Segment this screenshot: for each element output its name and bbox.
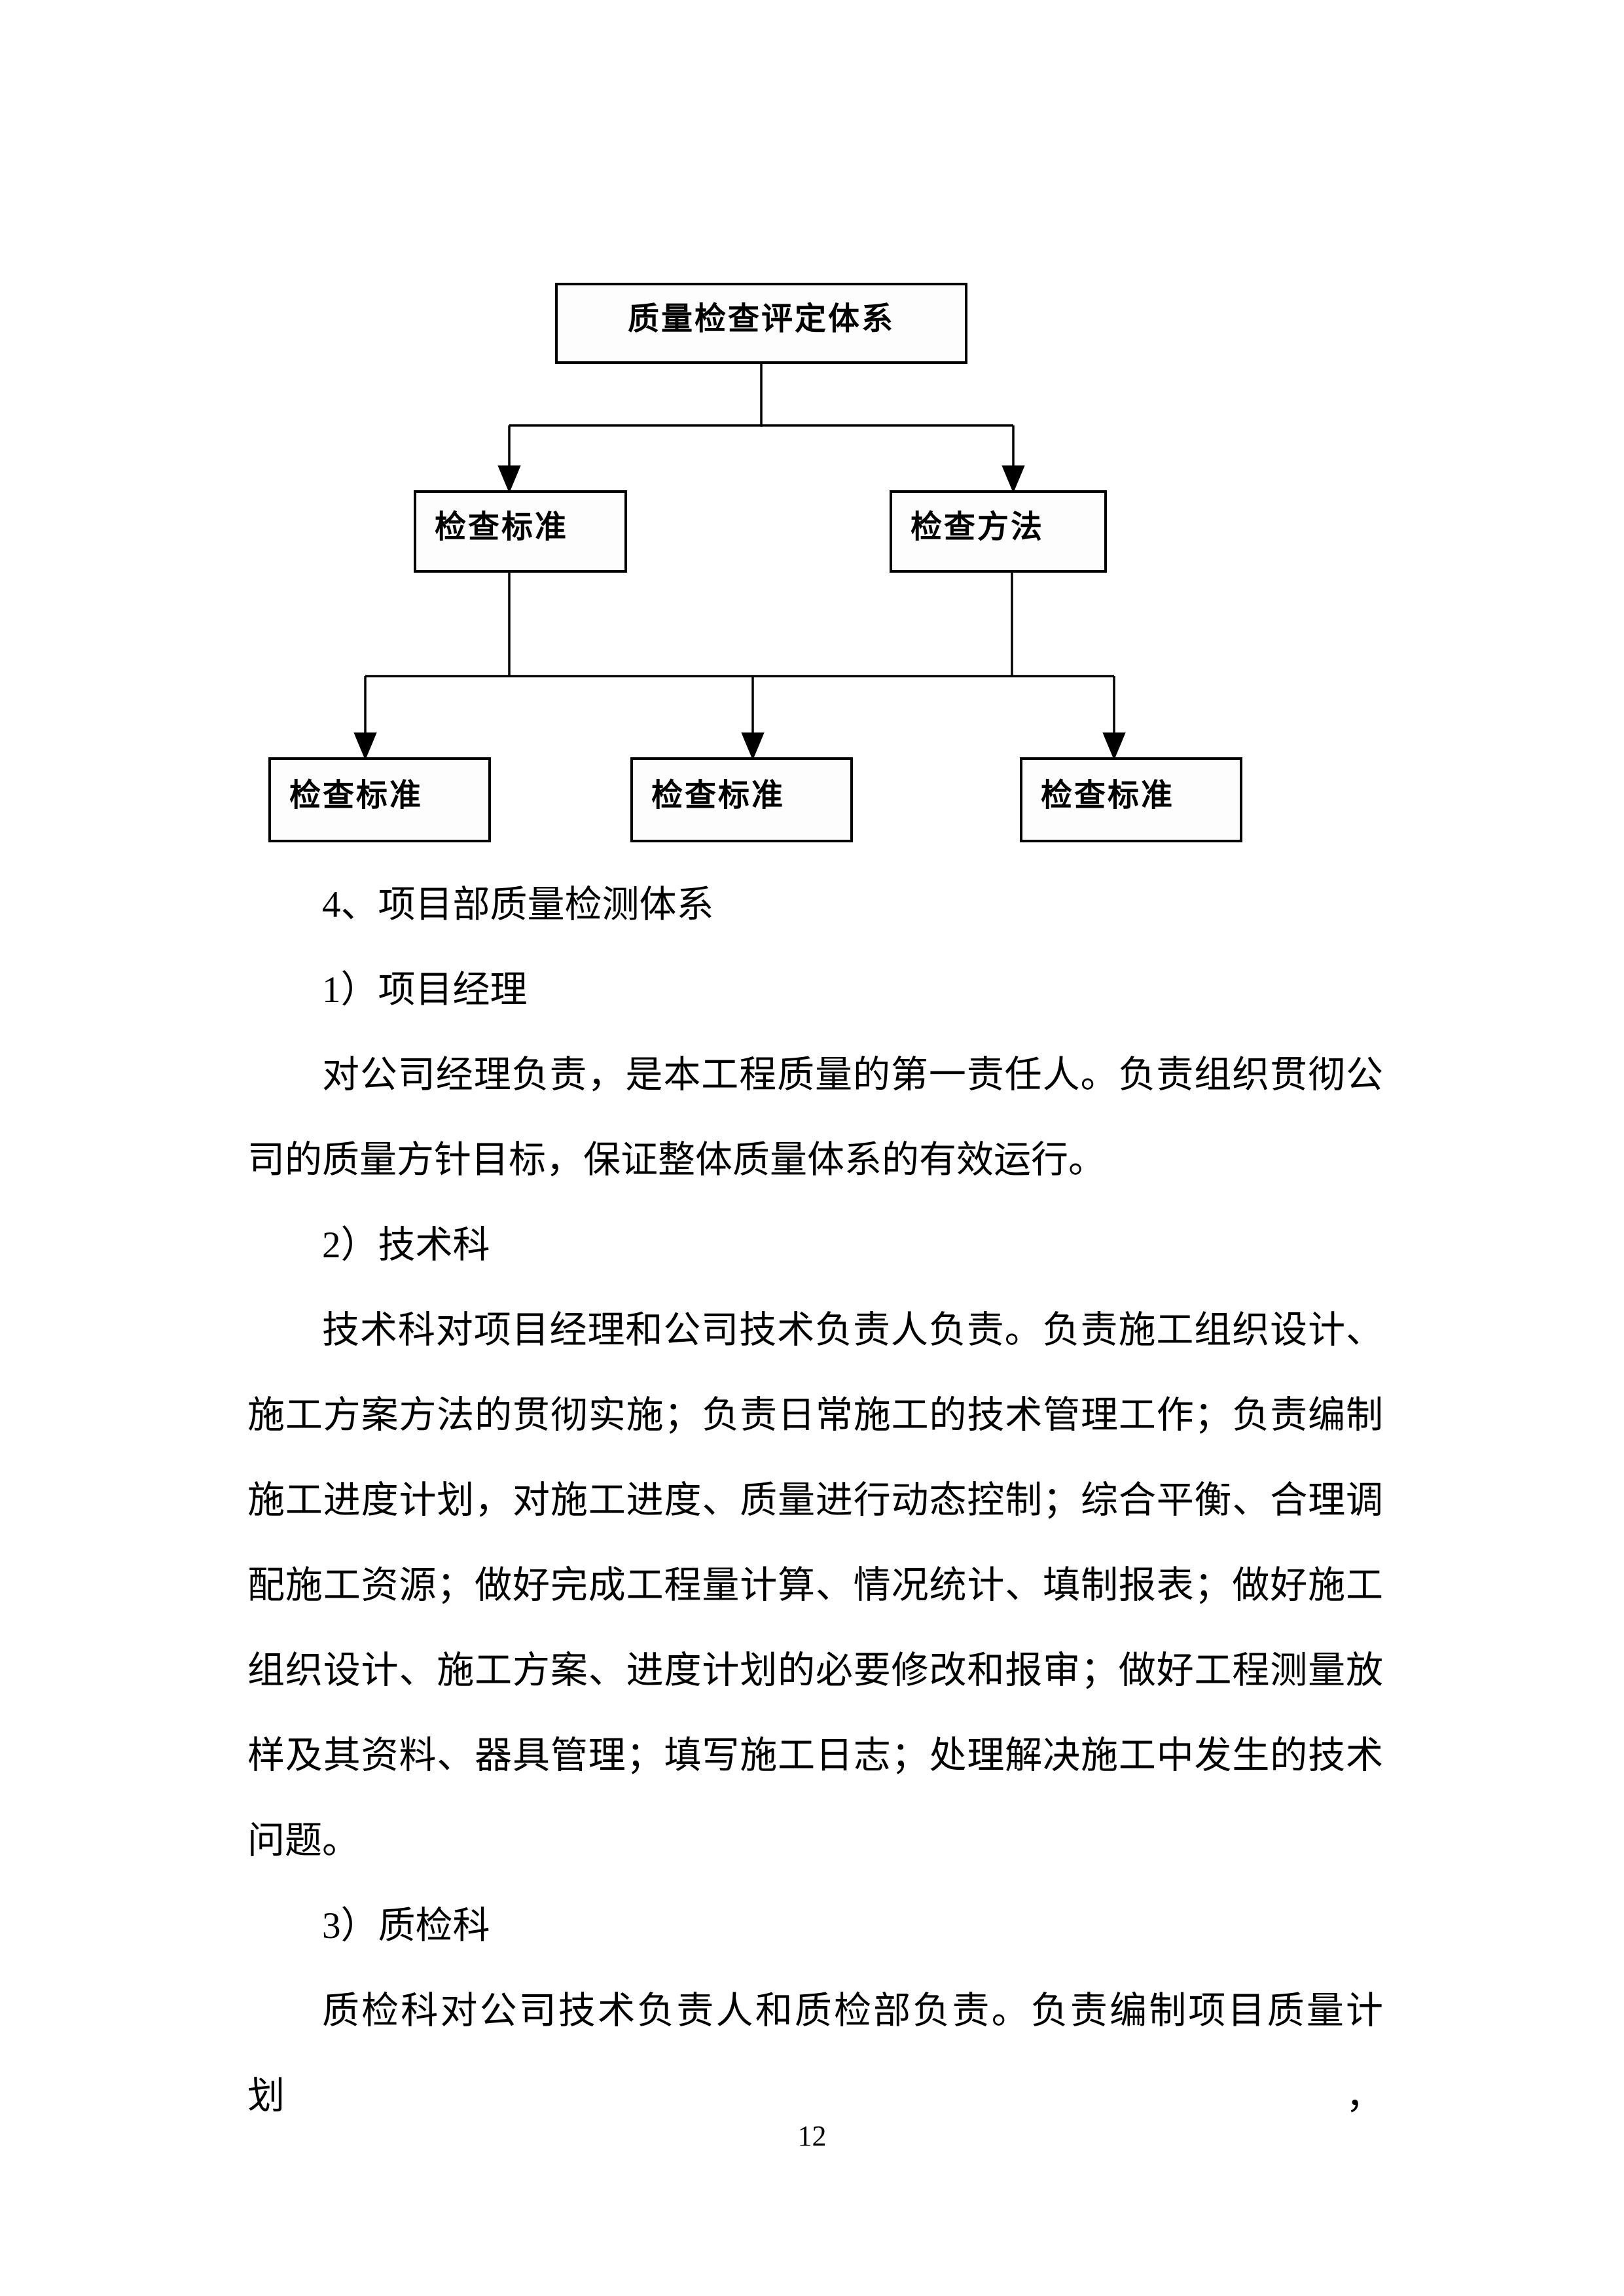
quality-inspection-flowchart: 质量检查评定体系 检查标准 检查方法 检查标准 检查标准 检查标准 <box>0 0 1624 916</box>
paragraph-line: 施工进度计划，对施工进度、质量进行动态控制；综合平衡、合理调 <box>247 1480 1383 1521</box>
arrowhead-icon <box>1001 465 1025 493</box>
paragraph-line: 组织设计、施工方案、进度计划的必要修改和报审；做好工程测量放 <box>247 1650 1383 1691</box>
flowchart-node-standard-2: 检查标准 <box>630 757 853 842</box>
flowchart-node-standard-3: 检查标准 <box>1020 757 1242 842</box>
page-number: 12 <box>797 2120 827 2152</box>
paragraph-line: 施工方案方法的贯彻实施；负责日常施工的技术管理工作；负责编制 <box>247 1395 1383 1436</box>
heading-item-2: 2）技术科 <box>322 1225 490 1266</box>
flowchart-node-quality-system: 质量检查评定体系 <box>555 283 967 364</box>
arrowhead-icon <box>741 732 765 761</box>
flowchart-node-standard-1: 检查标准 <box>268 757 491 842</box>
paragraph-line: 样及其资料、器具管理；填写施工日志；处理解决施工中发生的技术 <box>247 1735 1383 1776</box>
arrowhead-icon <box>1102 732 1126 761</box>
flowchart-node-label: 检查标准 <box>435 510 569 545</box>
arrowhead-icon <box>497 465 521 493</box>
paragraph-line: 对公司经理负责，是本工程质量的第一责任人。负责组织贯彻公 <box>322 1054 1383 1096</box>
paragraph-line: 质检科对公司技术负责人和质检部负责。负责编制项目质量计划， <box>247 1990 1383 2117</box>
paragraph-line: 技术科对项目经理和公司技术负责人负责。负责施工组织设计、 <box>322 1310 1383 1351</box>
flowchart-connector-lines <box>353 364 1126 761</box>
heading-section-4: 4、项目部质量检测体系 <box>322 884 714 925</box>
flowchart-node-inspection-standard: 检查标准 <box>414 490 627 573</box>
flowchart-node-label: 检查标准 <box>289 778 424 813</box>
flowchart-node-inspection-method: 检查方法 <box>890 490 1107 573</box>
arrowhead-icon <box>353 732 377 761</box>
flowchart-node-label: 质量检查评定体系 <box>627 302 895 336</box>
heading-item-3: 3）质检科 <box>322 1905 490 1946</box>
flowchart-node-label: 检查标准 <box>651 778 785 813</box>
heading-item-1: 1）项目经理 <box>322 969 528 1011</box>
body-text: 4、项目部质量检测体系 1）项目经理 对公司经理负责，是本工程质量的第一责任人。… <box>247 863 1383 2117</box>
paragraph-line: 问题。 <box>247 1820 359 1861</box>
flowchart-node-label: 检查方法 <box>911 510 1045 545</box>
flowchart-node-label: 检查标准 <box>1041 778 1175 813</box>
paragraph-line: 司的质量方针目标，保证整体质量体系的有效运行。 <box>247 1139 1106 1181</box>
paragraph-line: 配施工资源；做好完成工程量计算、情况统计、填制报表；做好施工 <box>247 1565 1383 1606</box>
